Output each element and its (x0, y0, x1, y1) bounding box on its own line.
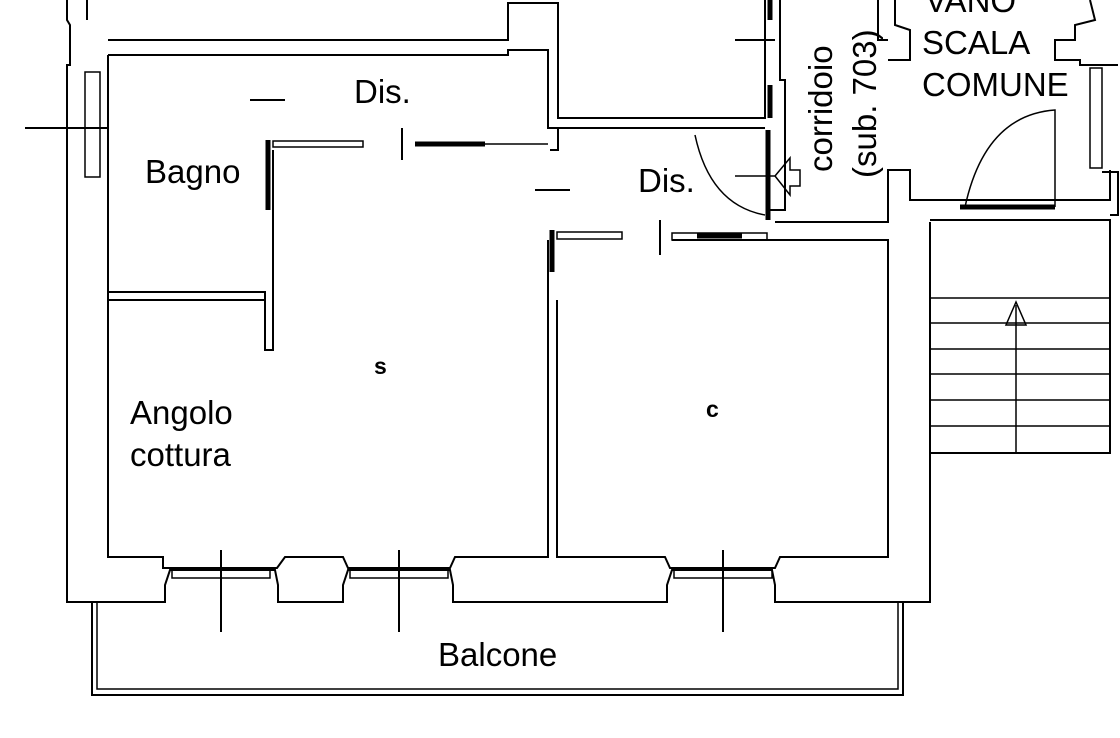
label-bagno: Bagno (145, 153, 240, 190)
label-dis-top: Dis. (354, 73, 411, 110)
stair-up-arrow-icon (1004, 300, 1028, 326)
room-labels: Dis. Bagno Dis. s c Angolo cottura Balco… (130, 0, 1069, 673)
label-corridoio: corridoio (802, 45, 839, 172)
label-angolo: Angolo (130, 394, 233, 431)
walls (25, 0, 1119, 632)
balcony (91, 602, 904, 696)
staircase (930, 219, 1111, 454)
label-scala: SCALA (922, 24, 1030, 61)
label-dis-right: Dis. (638, 162, 695, 199)
label-soggiorno: s (374, 353, 387, 379)
label-balcone: Balcone (438, 636, 557, 673)
label-vano: VANO (925, 0, 1016, 19)
label-corridoio-sub: (sub. 703) (846, 29, 883, 178)
label-comune: COMUNE (922, 66, 1069, 103)
label-camera: c (706, 396, 719, 422)
label-cottura: cottura (130, 436, 232, 473)
